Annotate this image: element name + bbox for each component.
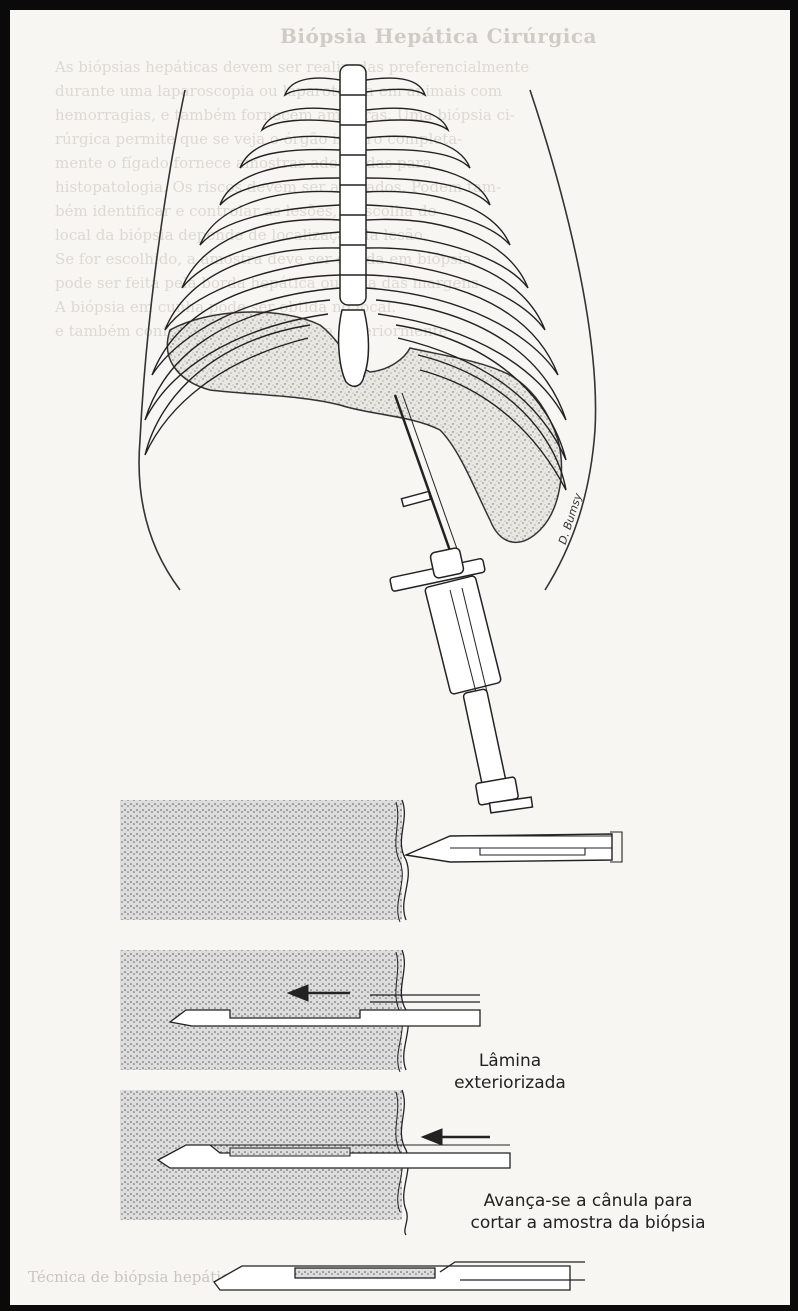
caption-cannula-advanced: Avança-se a cânula para cortar a amostra… [408, 1190, 768, 1234]
book-page: Biópsia Hepática Cirúrgica As biópsias h… [10, 10, 790, 1305]
caption-line: Avança-se a cânula para [408, 1190, 768, 1212]
caption-line: exteriorizada [430, 1072, 590, 1094]
sternum [339, 65, 369, 386]
step-4-sample-retrieved [214, 1262, 585, 1290]
step-2-blade-exteriorized [120, 950, 480, 1072]
caption-blade-exteriorized: Lâmina exteriorizada [430, 1050, 590, 1094]
caption-line: Lâmina [430, 1050, 590, 1072]
step-1-needle-in-tissue [120, 800, 622, 922]
caption-line: cortar a amostra da biópsia [408, 1212, 768, 1234]
arrow-left [422, 1129, 490, 1145]
biopsy-illustration [10, 10, 790, 1305]
